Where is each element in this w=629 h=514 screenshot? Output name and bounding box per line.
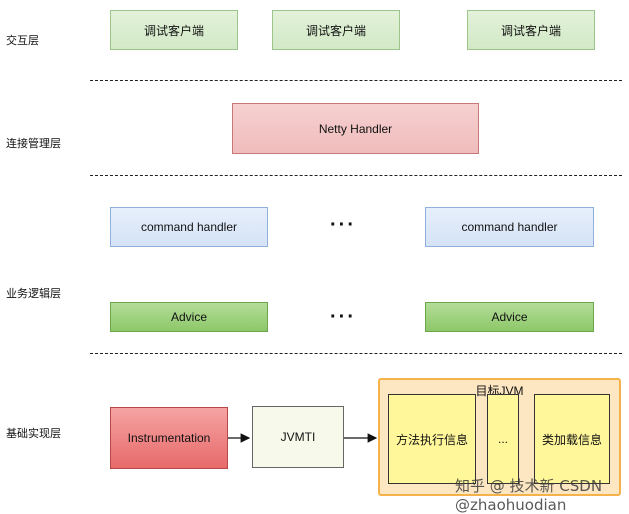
jvmti-box: JVMTI (252, 406, 344, 468)
class-info-box: 类加载信息 (534, 394, 610, 484)
layer-label-connection: 连接管理层 (6, 138, 61, 150)
layer-label-business: 业务逻辑层 (6, 288, 61, 300)
layer-divider (90, 175, 622, 176)
debug-client-box: 调试客户端 (110, 10, 238, 50)
arrows-layer (228, 433, 378, 443)
layer-divider (90, 80, 622, 81)
instrumentation-box: Instrumentation (110, 407, 228, 469)
command-handler-box-left: command handler (110, 207, 268, 247)
method-info-box: 方法执行信息 (388, 394, 476, 484)
ellipsis-info-box: ... (487, 394, 519, 484)
debug-client-box: 调试客户端 (272, 10, 400, 50)
netty-handler-box: Netty Handler (232, 103, 479, 154)
watermark-text: 知乎 @ 技术新 CSDN @zhaohuodian (455, 477, 603, 514)
debug-client-box: 调试客户端 (467, 10, 595, 50)
layer-divider (90, 353, 622, 354)
advice-box-left: Advice (110, 302, 268, 332)
command-handler-box-right: command handler (425, 207, 594, 247)
layer-label-interaction: 交互层 (6, 35, 39, 47)
ellipsis-top: ··· (330, 214, 356, 236)
advice-box-right: Advice (425, 302, 594, 332)
layer-label-foundation: 基础实现层 (6, 428, 61, 440)
ellipsis-bottom: ··· (330, 306, 356, 328)
